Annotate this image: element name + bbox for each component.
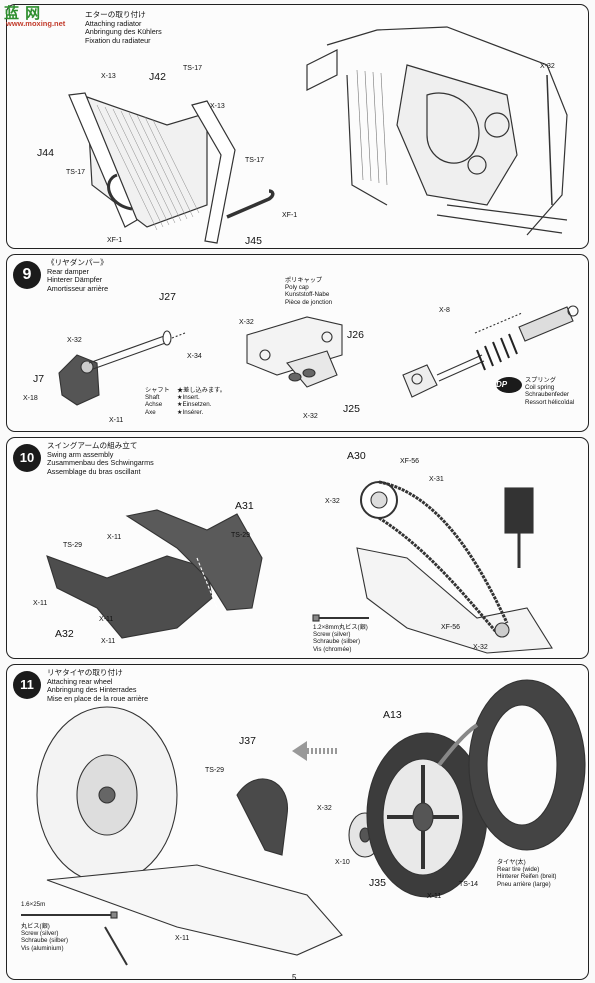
part-label: X-32 [325,498,340,505]
part-label: A32 [55,628,74,640]
part-label: J44 [37,147,54,159]
step-11-title-en: Attaching rear wheel [47,676,113,686]
step-8-title-en: Attaching radiator [85,18,142,28]
part-label: X-11 [109,417,124,424]
watermark-url: www.moxing.net [6,19,66,28]
step-11-title-jp: リヤタイヤの取り付け [47,668,123,677]
watermark-logo-text: 蓝 网 [4,5,42,22]
step-number-badge: 9 [13,261,41,289]
site-watermark-logo: 蓝 网 www.moxing.net [2,2,70,32]
part-label: J42 [149,71,166,83]
part-label: X-8 [439,307,450,314]
step-10-title-en: Swing arm assembly [47,449,114,459]
part-label: X-13 [210,103,225,110]
rear-wheel-illustration [21,679,586,966]
part-label: TS-17 [183,65,203,72]
part-label: X-34 [187,353,202,360]
part-label: TS-29 [205,767,225,774]
step-8-header: エターの取り付け Attaching radiator Anbringung d… [85,10,162,45]
part-label: XF-1 [107,237,123,244]
step-10-header: スイングアームの組み立て Swing arm assembly Zusammen… [47,441,154,476]
step-10-title-de: Zusammenbau des Schwingarms [47,458,154,468]
step-8-title-jp: エターの取り付け [85,10,146,19]
part-label: X-32 [473,644,488,651]
part-label: A13 [383,709,402,721]
step-11-title-de: Anbringung des Hinterrades [47,685,137,695]
screw-note: 1.2×8mm丸ビス(銀)Screw (silver)Schraube (sil… [313,624,368,653]
part-label: X-18 [23,395,38,402]
part-label: X-13 [101,73,116,80]
insert-note: ★差し込みます。★Insert.★Einsetzen.★Insérer. [177,387,226,416]
step-8-panel: エターの取り付け Attaching radiator Anbringung d… [6,4,589,249]
part-label: J26 [347,329,364,341]
dp-badge: DP [496,380,508,389]
part-label: X-11 [101,638,116,645]
swing-arm-illustration [46,480,553,654]
step-9-header: 《リヤダンパー》 Rear damper Hinterer Dämpfer Am… [47,258,109,293]
screw-note: 1.6×25m [21,901,46,908]
step-number-badge: 11 [13,671,41,699]
step-9-title-jp: 《リヤダンパー》 [47,258,108,267]
step-number-badge: 10 [13,444,41,472]
part-label: X-11 [33,600,48,607]
part-label: X-10 [335,859,350,866]
part-label: TS-14 [459,881,479,888]
step-11-panel: 11 リヤタイヤの取り付け Attaching rear wheel Anbri… [6,664,589,980]
step-11-title-fr: Mise en place de la roue arrière [47,693,149,703]
part-label: J7 [33,373,45,385]
part-label: X-11 [175,935,190,942]
rear-damper-illustration [58,305,579,406]
step-9-title-fr: Amortisseur arrière [47,283,109,293]
part-label: J25 [343,403,360,415]
part-label: J27 [159,291,176,303]
step-10-title-jp: スイングアームの組み立て [47,441,138,450]
part-label: X-31 [429,476,444,483]
part-label: A31 [235,500,254,512]
part-label: TS-17 [66,169,86,176]
part-label: J35 [369,877,386,889]
part-label: X-11 [107,534,122,541]
step-11-header: リヤタイヤの取り付け Attaching rear wheel Anbringu… [47,668,149,703]
part-label: TS-29 [231,532,251,539]
part-label: X-11 [427,893,442,900]
part-label: X-32 [303,413,318,420]
step-10-title-fr: Assemblage du bras oscillant [47,466,141,476]
part-label: TS-17 [245,157,265,164]
part-label: J37 [239,735,256,747]
part-label: X-32 [239,319,254,326]
part-label: X-32 [67,337,82,344]
part-label: J45 [245,235,262,247]
step-8-title-fr: Fixation du radiateur [85,35,151,45]
tire-note: タイヤ(太)Rear tire (wide)Hinterer Reifen (b… [497,859,557,888]
part-label: X-32 [317,805,332,812]
step-9-title-de: Hinterer Dämpfer [47,275,103,285]
part-label: X-32 [540,63,555,70]
screw-note-details: 丸ビス(銀)Screw (silver)Schraube (silber)Vis… [21,923,69,952]
part-label: TS-29 [63,542,83,549]
page-number: 5 [292,973,297,982]
part-label: XF-56 [400,458,420,465]
step-10-panel: 10 スイングアームの組み立て Swing arm assembly Zusam… [6,437,589,659]
step-9-panel: 9 《リヤダンパー》 Rear damper Hinterer Dämpfer … [6,254,589,432]
part-label: X-11 [99,616,114,623]
part-label: A30 [347,450,366,462]
step-8-title-de: Anbringung des Kühlers [85,27,162,37]
part-label: XF-1 [282,212,298,219]
part-label: XF-56 [441,624,461,631]
step-9-title-en: Rear damper [47,266,89,276]
radiator-illustration [68,26,568,244]
